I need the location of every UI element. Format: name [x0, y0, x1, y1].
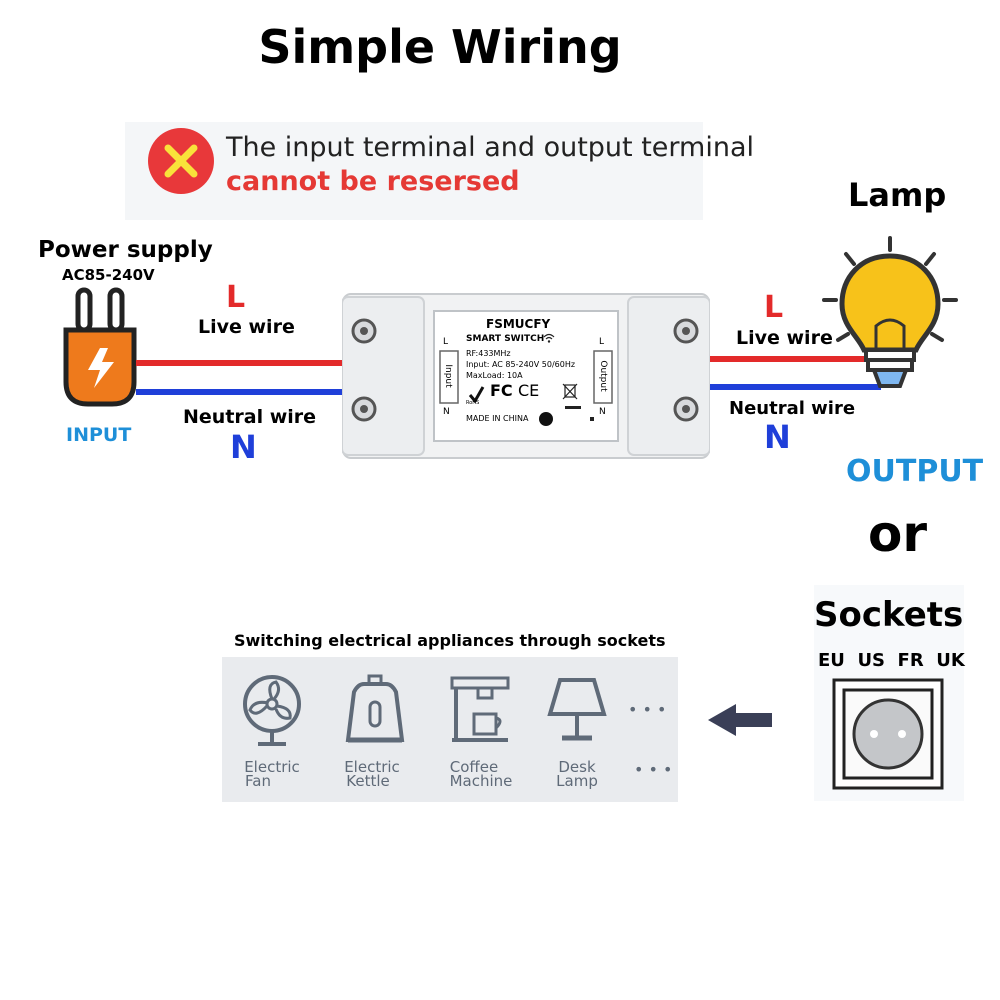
light-bulb-icon	[820, 234, 960, 394]
power-supply-heading: Power supply	[38, 237, 213, 263]
coffee-label-line2: Machine	[449, 772, 513, 790]
output-neutral-letter: N	[764, 418, 791, 456]
more-dots-bottom: • • •	[634, 760, 673, 779]
output-live-wire	[706, 356, 866, 362]
sockets-regions: EU US FR UK	[818, 650, 965, 671]
input-neutral-letter: N	[230, 428, 257, 466]
terminal-l-left: L	[443, 337, 449, 347]
input-live-letter: L	[226, 280, 246, 315]
fc-mark: FC	[490, 381, 513, 400]
fan-icon	[238, 674, 308, 746]
kettle-label-line1: Electric	[344, 758, 400, 776]
coffee-label-line1: Coffee	[449, 758, 499, 776]
lamp-heading: Lamp	[848, 176, 947, 214]
device-model: SMART SWITCH	[466, 334, 545, 344]
input-label: INPUT	[66, 424, 132, 446]
input-neutral-label: Neutral wire	[183, 406, 317, 428]
rohs-mark: RoHS	[466, 400, 480, 406]
power-supply-voltage: AC85-240V	[62, 266, 155, 284]
terminal-n-left: N	[443, 407, 450, 417]
device-rf: RF:433MHz	[466, 349, 511, 358]
power-plug-icon	[60, 286, 140, 412]
warning-banner	[125, 122, 703, 220]
input-live-label: Live wire	[198, 316, 295, 338]
output-live-letter: L	[764, 290, 784, 325]
kettle-label-line2: Kettle	[346, 772, 390, 790]
appliances-heading: Switching electrical appliances through …	[234, 631, 666, 650]
wifi-icon	[543, 333, 555, 346]
terminal-l-right: L	[599, 337, 605, 347]
output-label: OUTPUT	[846, 454, 984, 489]
desk-lamp-icon	[542, 674, 612, 744]
warning-text-line2: cannot be resersed	[226, 166, 520, 197]
input-neutral-wire	[136, 389, 346, 395]
wall-socket-icon	[832, 678, 944, 790]
ce-mark: CE	[518, 381, 540, 400]
device-made-in: MADE IN CHINA	[466, 414, 529, 423]
device-maxload: MaxLoad: 10A	[466, 371, 523, 380]
coffee-machine-icon	[448, 674, 518, 744]
arrow-left-icon	[706, 702, 774, 738]
input-live-wire	[136, 360, 346, 366]
warning-text-line1: The input terminal and output terminal	[226, 132, 755, 163]
device-input-spec: Input: AC 85-240V 50/60Hz	[466, 360, 576, 369]
fan-label-line2: Fan	[245, 772, 271, 790]
terminal-n-right: N	[599, 407, 606, 417]
warning-x-icon	[148, 128, 214, 194]
output-neutral-wire	[706, 384, 881, 390]
device-side-input: Input	[443, 364, 453, 388]
or-label: or	[868, 505, 928, 563]
appliances-panel	[222, 657, 678, 802]
smart-switch-device: FSMUCFY SMART SWITCH RF:433MHz Input: AC…	[342, 293, 710, 459]
output-neutral-label: Neutral wire	[729, 398, 856, 419]
device-brand: FSMUCFY	[486, 317, 551, 331]
more-dots-top: • • •	[628, 700, 667, 719]
weee-bin-icon	[562, 381, 578, 405]
output-live-label: Live wire	[736, 327, 833, 349]
device-side-output: Output	[598, 360, 608, 392]
sockets-heading: Sockets	[814, 595, 964, 635]
lamp-label-line1: Desk	[558, 758, 596, 776]
lamp-label-line2: Lamp	[556, 772, 598, 790]
fan-label-line1: Electric	[244, 758, 300, 776]
kettle-icon	[340, 674, 410, 744]
page-title: Simple Wiring	[258, 20, 622, 74]
